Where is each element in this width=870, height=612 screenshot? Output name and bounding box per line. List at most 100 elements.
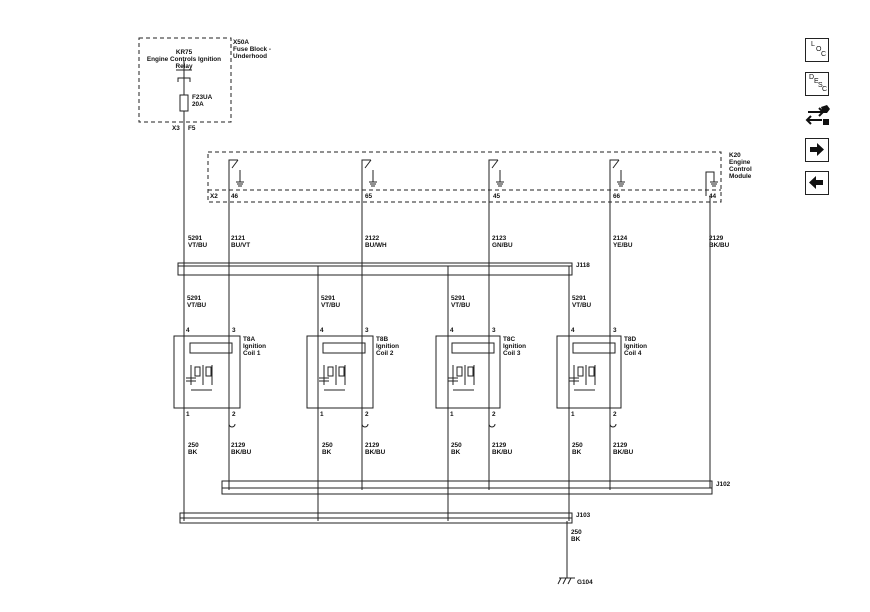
ecm-pin-44: 44 [709,193,717,200]
coil-t8d: 5291 VT/BU 4 3 T8D Ignition Coil 4 1 2 2… [556,295,647,456]
splice-j103-label: J103 [576,512,591,519]
ecm-pin-45: 45 [493,193,501,200]
coil-circuit-icon [448,365,475,391]
coil-feed-circuit: 5291 [572,295,587,302]
wire-circuit: 2121 [231,235,246,242]
fuse-block-id: X50A [233,39,249,46]
ecm-name-2: Control [729,166,752,173]
coil-return-circuit: 2129 [231,442,246,449]
wires [183,60,711,578]
next-page-button[interactable] [805,138,829,162]
arrow-right-icon [810,143,824,156]
coil-t8c: 5291 VT/BU 4 3 T8C Ignition Coil 3 1 2 2… [435,295,526,456]
coil-feed-circuit: 5291 [321,295,336,302]
coil-name-1: Ignition [243,343,266,350]
wire-color: YE/BU [613,242,633,249]
coil-driver-icon [322,342,366,354]
loc-letter: C [821,51,827,58]
ground-icon [557,577,575,585]
fuse-block-pin: F5 [188,125,196,132]
connector-button[interactable] [805,103,831,129]
location-button[interactable]: L O C [805,38,829,62]
coil-return-color: BK/BU [613,449,634,456]
wire-circuit: 2129 [709,235,724,242]
coil-id: T8A [243,336,255,343]
description-button[interactable]: D E S C [805,72,829,96]
fuse-block-name-2: Underhood [233,53,267,60]
coil-ground-circuit: 250 [451,442,462,449]
coil-pin: 4 [320,327,324,334]
ecm-driver-switch-icon [488,159,504,196]
coil-pin: 1 [450,411,454,418]
coil-driver-icon [189,342,233,354]
coil-ground-color: BK [572,449,582,456]
coil-feed-circuit: 5291 [187,295,202,302]
fuse-icon [179,94,189,112]
ground-wire-circuit: 250 [571,529,582,536]
desc-letter: C [822,86,828,93]
fuse-rating: 20A [192,101,204,108]
fuse-id: F23UA [192,94,213,101]
splice-j102-label: J102 [716,481,731,488]
coil-name-2: Coil 1 [243,350,261,357]
ecm-driver-switch-icon [361,159,377,196]
coil-pin: 3 [492,327,496,334]
wire-color: BU/WH [365,242,387,249]
ecm-k20: K20 Engine Control Module X2 46 65 45 66… [207,151,752,203]
ecm-pin-66: 66 [613,193,621,200]
coil-name-2: Coil 2 [376,350,394,357]
coil-circuit-icon [569,365,596,391]
fuse-block-connector: X3 [172,125,180,132]
coil-feed-circuit: 5291 [451,295,466,302]
desc-letter: E [814,78,819,85]
ground-wire-color: BK [571,536,581,543]
wire-color: GN/BU [492,242,513,249]
coil-feed-color: VT/BU [321,302,341,309]
desc-letter: S [818,82,823,89]
coil-circuit-icon [186,365,213,391]
coil-feed-color: VT/BU [572,302,592,309]
coil-pin: 1 [320,411,324,418]
coil-id: T8D [624,336,636,343]
coil-name-1: Ignition [624,343,647,350]
wire-labels-top: 5291 VT/BU 2121 BU/VT 2122 BU/WH 2123 GN… [188,235,730,249]
coil-pin: 1 [186,411,190,418]
coil-return-circuit: 2129 [492,442,507,449]
ground-point-label: G104 [577,579,593,586]
coil-ground-circuit: 250 [188,442,199,449]
ecm-connector: X2 [210,193,218,200]
wire-color: VT/BU [188,242,208,249]
previous-page-button[interactable] [805,171,829,195]
coil-t8b: 5291 VT/BU 4 3 T8B Ignition Coil 2 1 2 2… [306,295,399,456]
coil-pin: 2 [492,411,496,418]
coil-name-2: Coil 3 [503,350,521,357]
coil-return-color: BK/BU [231,449,252,456]
ecm-id: K20 [729,152,741,159]
wire-circuit: 2122 [365,235,380,242]
coil-circuit-icon [319,365,346,391]
ecm-pin-65: 65 [365,193,373,200]
wire-circuit: 2124 [613,235,628,242]
coil-ground-color: BK [451,449,461,456]
coil-pin: 2 [613,411,617,418]
ecm-name-1: Engine [729,159,751,166]
arrow-left-icon [809,176,823,189]
coil-return-color: BK/BU [492,449,513,456]
ecm-driver-switch-icon [228,159,244,196]
ecm-driver-switch-icon [609,159,625,196]
relay-id: KR75 [176,49,193,56]
loc-letter: L [811,41,815,48]
coil-pin: 2 [365,411,369,418]
splice-j118-label: J118 [576,262,590,269]
coil-pin: 3 [613,327,617,334]
ecm-ground-ref-icon [705,171,718,196]
fuse-block-name-1: Fuse Block - [233,46,271,53]
coil-name-1: Ignition [376,343,399,350]
coil-id: T8C [503,336,515,343]
splice-j118: J118 [177,262,590,276]
coil-pin: 4 [450,327,454,334]
ground-g104: 250 BK G104 [557,529,593,586]
coil-ground-color: BK [188,449,198,456]
wire-color: BU/VT [231,242,250,249]
coil-name-1: Ignition [503,343,526,350]
